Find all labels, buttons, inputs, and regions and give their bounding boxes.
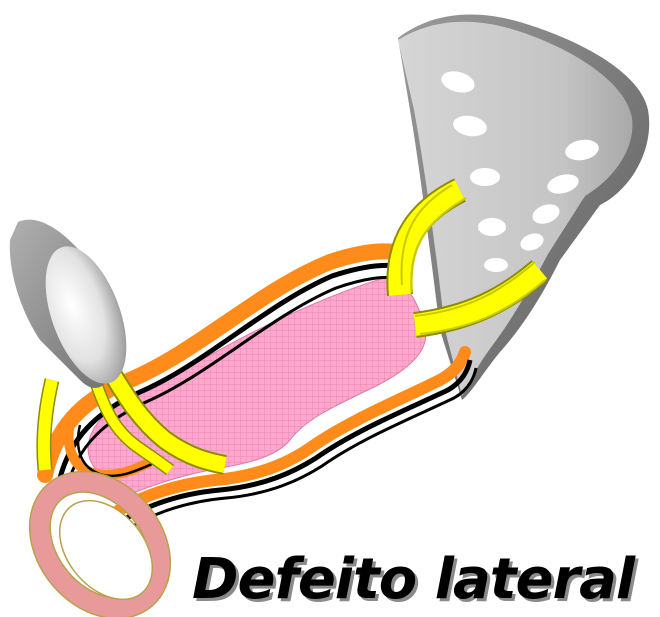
bone-hole (484, 258, 508, 272)
bone-hole (470, 168, 500, 186)
bone-hole (478, 218, 506, 236)
lens-disc (10, 220, 143, 395)
caption-title: Defeito lateral (192, 548, 654, 612)
